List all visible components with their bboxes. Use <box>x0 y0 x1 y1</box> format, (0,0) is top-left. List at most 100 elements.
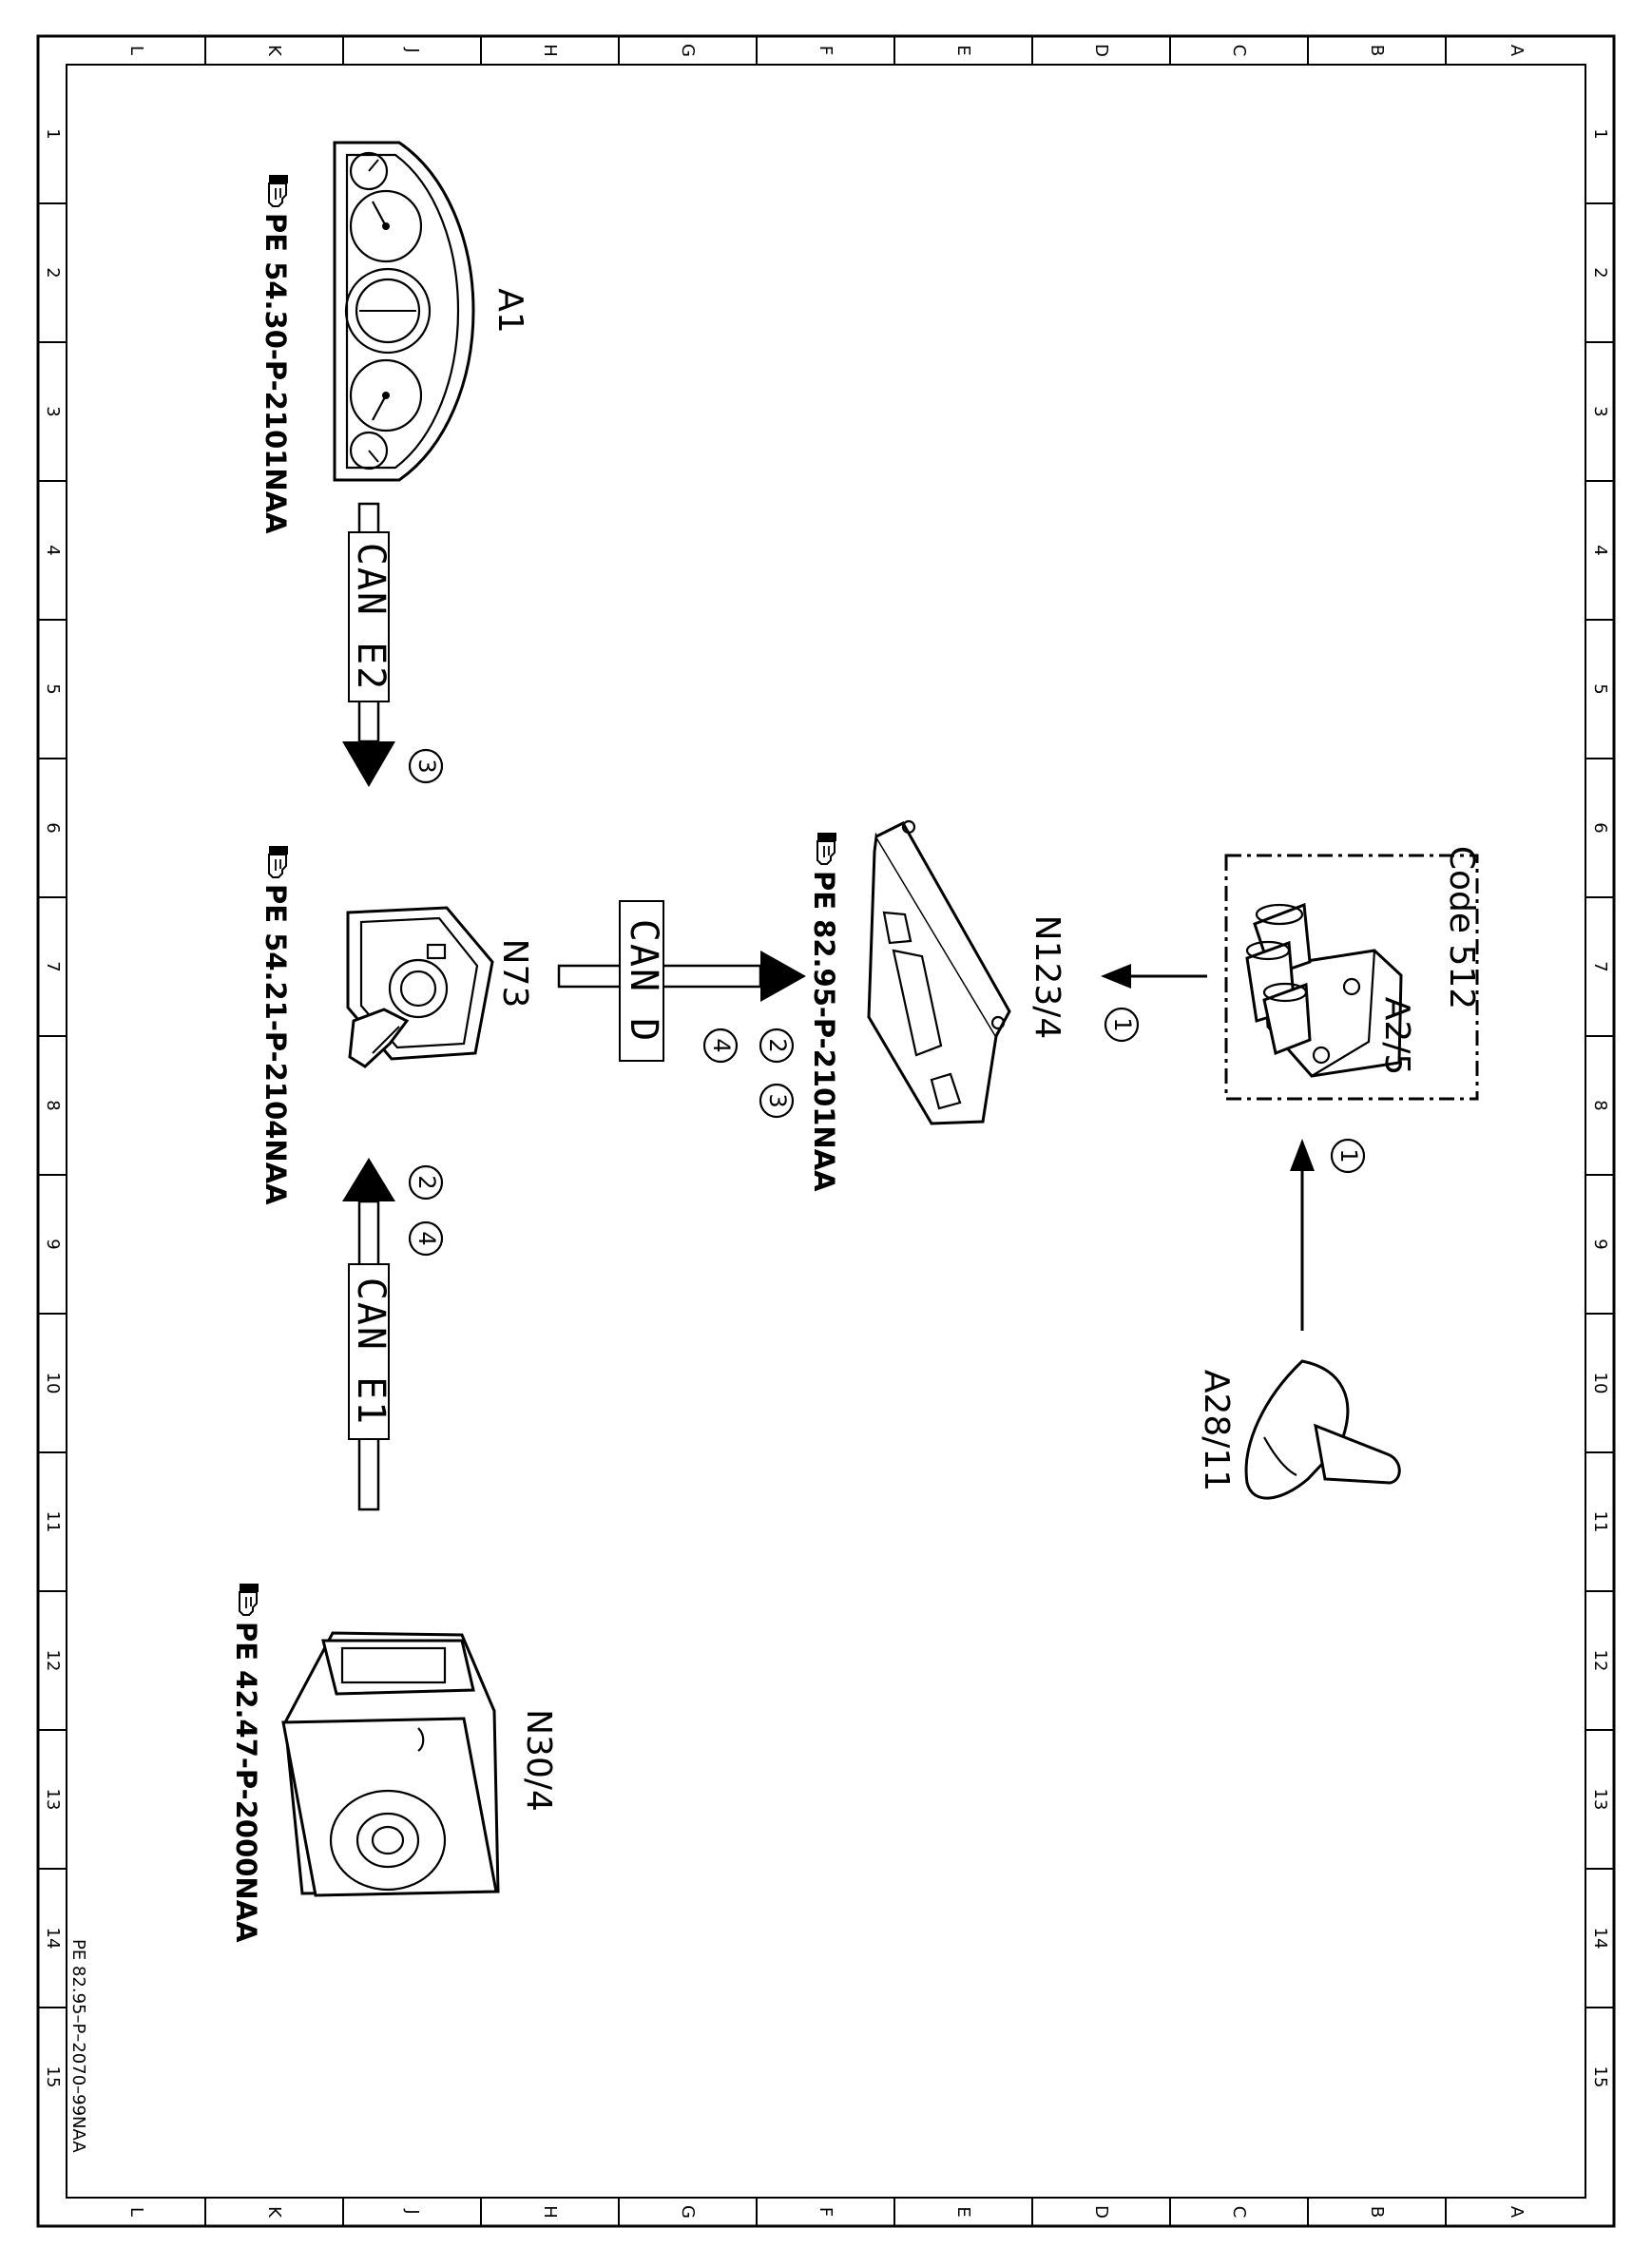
row-label: 2 <box>43 267 63 278</box>
can-d-bus <box>557 900 806 1062</box>
col-label: A <box>1507 2206 1527 2219</box>
col-label: E <box>953 2206 973 2217</box>
marker-2-circle <box>759 1028 795 1064</box>
column-labels-top: L K J H G F E D C B A <box>126 44 1527 57</box>
row-label: 11 <box>1590 1511 1610 1533</box>
column-labels-bottom: L K J H G F E D C B A <box>126 2205 1527 2219</box>
ignition-switch-part <box>346 906 494 1068</box>
pointing-hand-icon <box>268 845 289 878</box>
row-label: 15 <box>1590 2066 1610 2088</box>
row-label: 5 <box>43 683 63 694</box>
col-label: L <box>126 46 146 55</box>
row-label: 14 <box>1590 1928 1610 1950</box>
col-label: C <box>1229 2206 1249 2219</box>
instrument-cluster-part <box>333 141 475 482</box>
row-label: 3 <box>43 406 63 416</box>
row-label: 15 <box>43 2066 63 2088</box>
marker-1-circle <box>1104 1007 1140 1043</box>
can-e2-bus <box>342 502 395 787</box>
col-label: A <box>1507 45 1527 57</box>
col-label: K <box>264 2206 284 2219</box>
a1-label: A1 <box>490 288 529 334</box>
row-label: 8 <box>43 1100 63 1110</box>
row-label: 12 <box>43 1650 63 1672</box>
col-label: K <box>264 45 284 57</box>
marker-4: 4 <box>413 1231 440 1245</box>
a28-11-switch-part <box>1244 1359 1401 1500</box>
col-label: C <box>1229 45 1249 57</box>
col-label: B <box>1367 45 1387 56</box>
col-label: E <box>953 45 973 55</box>
row-label: 8 <box>1590 1100 1610 1110</box>
col-label: G <box>678 44 698 57</box>
row-label: 6 <box>1590 822 1610 833</box>
row-label: 2 <box>1590 267 1610 278</box>
code-option-box <box>1224 854 1479 1101</box>
signal-arrow-to-a2-5 <box>1290 1139 1315 1331</box>
row-labels-left: 1 2 3 4 5 6 7 8 9 10 11 12 13 14 15 <box>43 128 63 2087</box>
row-label: 13 <box>43 1789 63 1811</box>
col-label: F <box>816 46 836 55</box>
col-label: G <box>678 2205 698 2219</box>
n73-reference: PE 54.21-P-2104NAA <box>259 884 292 1205</box>
marker-3-circle <box>759 1083 795 1119</box>
col-label: D <box>1091 2205 1111 2219</box>
row-label: 12 <box>1590 1650 1610 1672</box>
row-label: 6 <box>43 822 63 833</box>
n30-4-label: N30/4 <box>519 1709 558 1812</box>
pointing-hand-icon <box>816 832 837 865</box>
marker-3: 3 <box>413 759 440 773</box>
col-label: H <box>540 44 560 57</box>
row-label: 10 <box>1590 1373 1610 1394</box>
marker-1: 1 <box>1109 1017 1136 1031</box>
col-label: J <box>402 47 422 52</box>
pointing-hand-icon <box>268 174 289 207</box>
esp-control-unit-part <box>281 1631 500 1897</box>
row-label: 10 <box>43 1373 63 1394</box>
marker-2: 2 <box>764 1038 791 1052</box>
marker-1-circle <box>1330 1138 1366 1174</box>
code-option-label: Code 512 <box>1442 846 1481 1009</box>
can-e1-label: CAN E1 <box>349 1278 393 1427</box>
col-label: J <box>402 2208 422 2214</box>
n30-4-reference: PE 42.47-P-2000NAA <box>230 1622 262 1943</box>
marker-1: 1 <box>1335 1148 1362 1162</box>
can-e2-label: CAN E2 <box>349 543 393 692</box>
a28-11-label: A28/11 <box>1197 1370 1236 1491</box>
col-label: H <box>540 2205 560 2219</box>
marker-2-circle <box>408 1164 444 1201</box>
row-label: 1 <box>1590 128 1610 139</box>
col-label: L <box>126 2207 146 2217</box>
col-label: F <box>816 2207 836 2217</box>
row-label: 4 <box>43 545 63 555</box>
can-d-label: CAN D <box>622 919 665 1043</box>
inner-frame <box>66 64 1586 2199</box>
n123-4-label: N123/4 <box>1028 915 1066 1040</box>
row-label: 9 <box>43 1239 63 1249</box>
outer-frame <box>36 34 1616 2228</box>
row-label: 11 <box>43 1511 63 1533</box>
marker-2: 2 <box>413 1175 440 1189</box>
n123-4-reference: PE 82.95-P-2101NAA <box>808 871 840 1192</box>
marker-4-circle <box>702 1028 739 1064</box>
n73-label: N73 <box>495 939 534 1009</box>
row-label: 14 <box>43 1928 63 1950</box>
row-label: 5 <box>1590 683 1610 694</box>
marker-3-circle <box>408 748 444 784</box>
col-label: B <box>1367 2206 1387 2218</box>
column-ticks <box>204 36 1447 2226</box>
row-label: 7 <box>1590 961 1610 971</box>
signal-arrow-to-n123-4 <box>1101 964 1207 989</box>
can-e1-bus <box>342 1158 395 1511</box>
row-label: 13 <box>1590 1789 1610 1811</box>
pointing-hand-icon <box>239 1583 259 1616</box>
a2-5-antenna-part <box>1245 902 1403 1078</box>
col-label: D <box>1091 44 1111 57</box>
row-label: 9 <box>1590 1239 1610 1249</box>
n123-4-control-unit-part <box>867 819 1011 1125</box>
a2-5-label: A2/5 <box>1377 997 1416 1076</box>
a1-reference: PE 54.30-P-2101NAA <box>259 213 292 534</box>
marker-3: 3 <box>764 1093 791 1107</box>
row-label: 7 <box>43 961 63 971</box>
row-label: 1 <box>43 128 63 139</box>
